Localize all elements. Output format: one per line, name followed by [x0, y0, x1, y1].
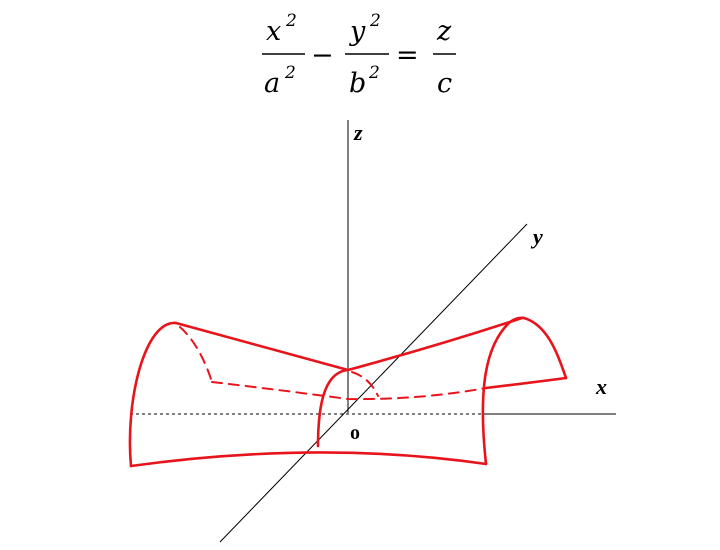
axes — [130, 120, 616, 543]
eq-den-c: c — [437, 68, 452, 99]
eq-exp-4: 2 — [368, 63, 380, 83]
eq-minus: − — [311, 40, 334, 71]
hidden-back-bottom-edge — [211, 381, 487, 401]
saddle-hidden-lines — [179, 326, 487, 401]
surface-left-edge — [128, 321, 178, 468]
y-axis — [219, 223, 528, 543]
origin-label: o — [350, 422, 360, 444]
z-axis-label: z — [353, 120, 363, 145]
equation: x 2 a 2 − y 2 b 2 = z c — [262, 11, 456, 99]
eq-num-x: x — [266, 16, 281, 47]
surface-bottom-edge — [129, 451, 488, 468]
eq-exp-3: 2 — [369, 11, 381, 31]
x-axis-label: x — [595, 374, 607, 399]
hidden-center-back-curve — [351, 371, 379, 397]
eq-num-z: z — [436, 16, 452, 47]
hidden-left-back-curve — [179, 326, 213, 383]
surface-top-edge — [174, 316, 524, 372]
surface-center-front-curve — [316, 368, 350, 448]
y-axis-label: y — [530, 224, 543, 249]
eq-den-a: a — [264, 68, 280, 99]
surface-right-rim — [484, 376, 568, 390]
eq-exp-1: 2 — [285, 11, 297, 31]
eq-den-b: b — [349, 68, 366, 99]
eq-num-y: y — [349, 16, 366, 47]
surface-right-back-edge — [522, 316, 568, 380]
surface-right-front-edge — [481, 316, 526, 466]
eq-exp-2: 2 — [284, 63, 296, 83]
eq-equals: = — [396, 40, 419, 71]
saddle-surface — [128, 316, 568, 468]
